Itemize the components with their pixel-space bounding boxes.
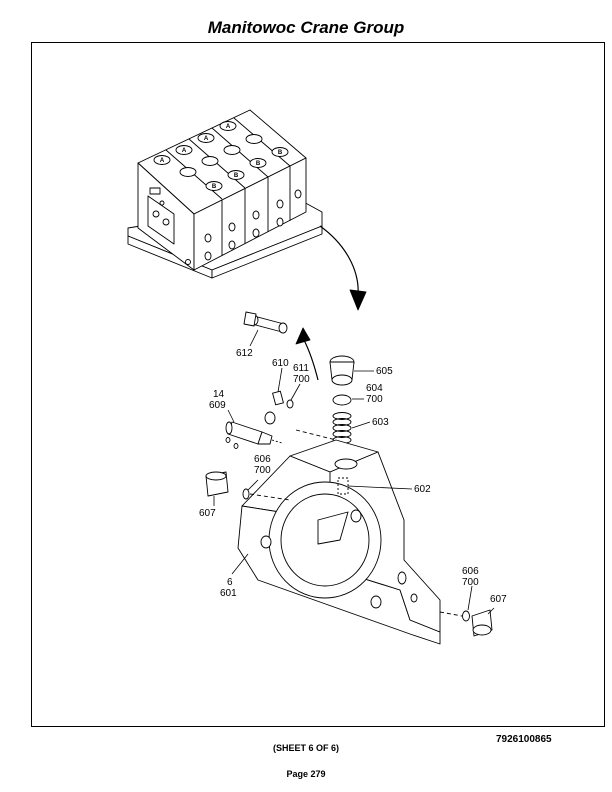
callout-606: 606 bbox=[462, 566, 479, 577]
callout-607: 607 bbox=[490, 594, 507, 605]
callout-14: 14 bbox=[213, 389, 225, 400]
part-609-cartridge bbox=[225, 421, 283, 445]
part-612-plug bbox=[243, 311, 288, 334]
marking-a: A bbox=[226, 124, 231, 130]
part-oring-b bbox=[233, 443, 239, 449]
callout-604: 604 bbox=[366, 383, 383, 394]
part-607-plug-left bbox=[205, 471, 229, 497]
page-number: Page 279 bbox=[286, 769, 326, 779]
part-610-fitting bbox=[272, 390, 284, 406]
page-title: Manitowoc Crane Group bbox=[207, 18, 405, 37]
part-601-housing bbox=[237, 429, 463, 645]
part-603-spring bbox=[332, 412, 352, 444]
callout-606: 606 bbox=[254, 454, 271, 465]
callout-610: 610 bbox=[272, 358, 289, 369]
marking-a: A bbox=[204, 136, 209, 142]
callout-609: 609 bbox=[209, 400, 226, 411]
marking-a: A bbox=[182, 148, 187, 154]
curved-arrow-up bbox=[303, 339, 319, 381]
callout-602: 602 bbox=[414, 484, 431, 495]
part-606-oring-left bbox=[242, 488, 250, 500]
marking-b: B bbox=[212, 184, 217, 190]
callout-605: 605 bbox=[376, 366, 393, 377]
part-611-seal bbox=[286, 399, 294, 409]
callout-612: 612 bbox=[236, 348, 253, 359]
callout-700: 700 bbox=[293, 374, 310, 385]
callout-6: 6 bbox=[227, 577, 233, 588]
part-606-oring-right bbox=[462, 610, 470, 622]
diagram-frame bbox=[31, 42, 605, 727]
marking-b: B bbox=[256, 161, 261, 167]
sheet-indicator: (SHEET 6 OF 6) bbox=[272, 743, 339, 753]
drawing-part-number: 7926100865 bbox=[496, 734, 552, 745]
part-oring-a bbox=[225, 437, 231, 443]
callout-603: 603 bbox=[372, 417, 389, 428]
part-nut bbox=[264, 411, 276, 425]
curved-arrow-down bbox=[319, 225, 359, 297]
part-607-plug-right bbox=[471, 609, 493, 637]
valve-bank-assembly bbox=[127, 109, 323, 279]
callout-700: 700 bbox=[462, 577, 479, 588]
callout-611: 611 bbox=[293, 363, 309, 374]
marking-b: B bbox=[234, 173, 239, 179]
marking-b: B bbox=[278, 150, 283, 156]
callout-601: 601 bbox=[220, 588, 237, 599]
part-604-washer bbox=[332, 394, 352, 406]
callout-607: 607 bbox=[199, 508, 216, 519]
marking-a: A bbox=[160, 158, 165, 164]
callout-700: 700 bbox=[366, 394, 383, 405]
part-605-plug bbox=[329, 355, 355, 386]
callout-700: 700 bbox=[254, 465, 271, 476]
